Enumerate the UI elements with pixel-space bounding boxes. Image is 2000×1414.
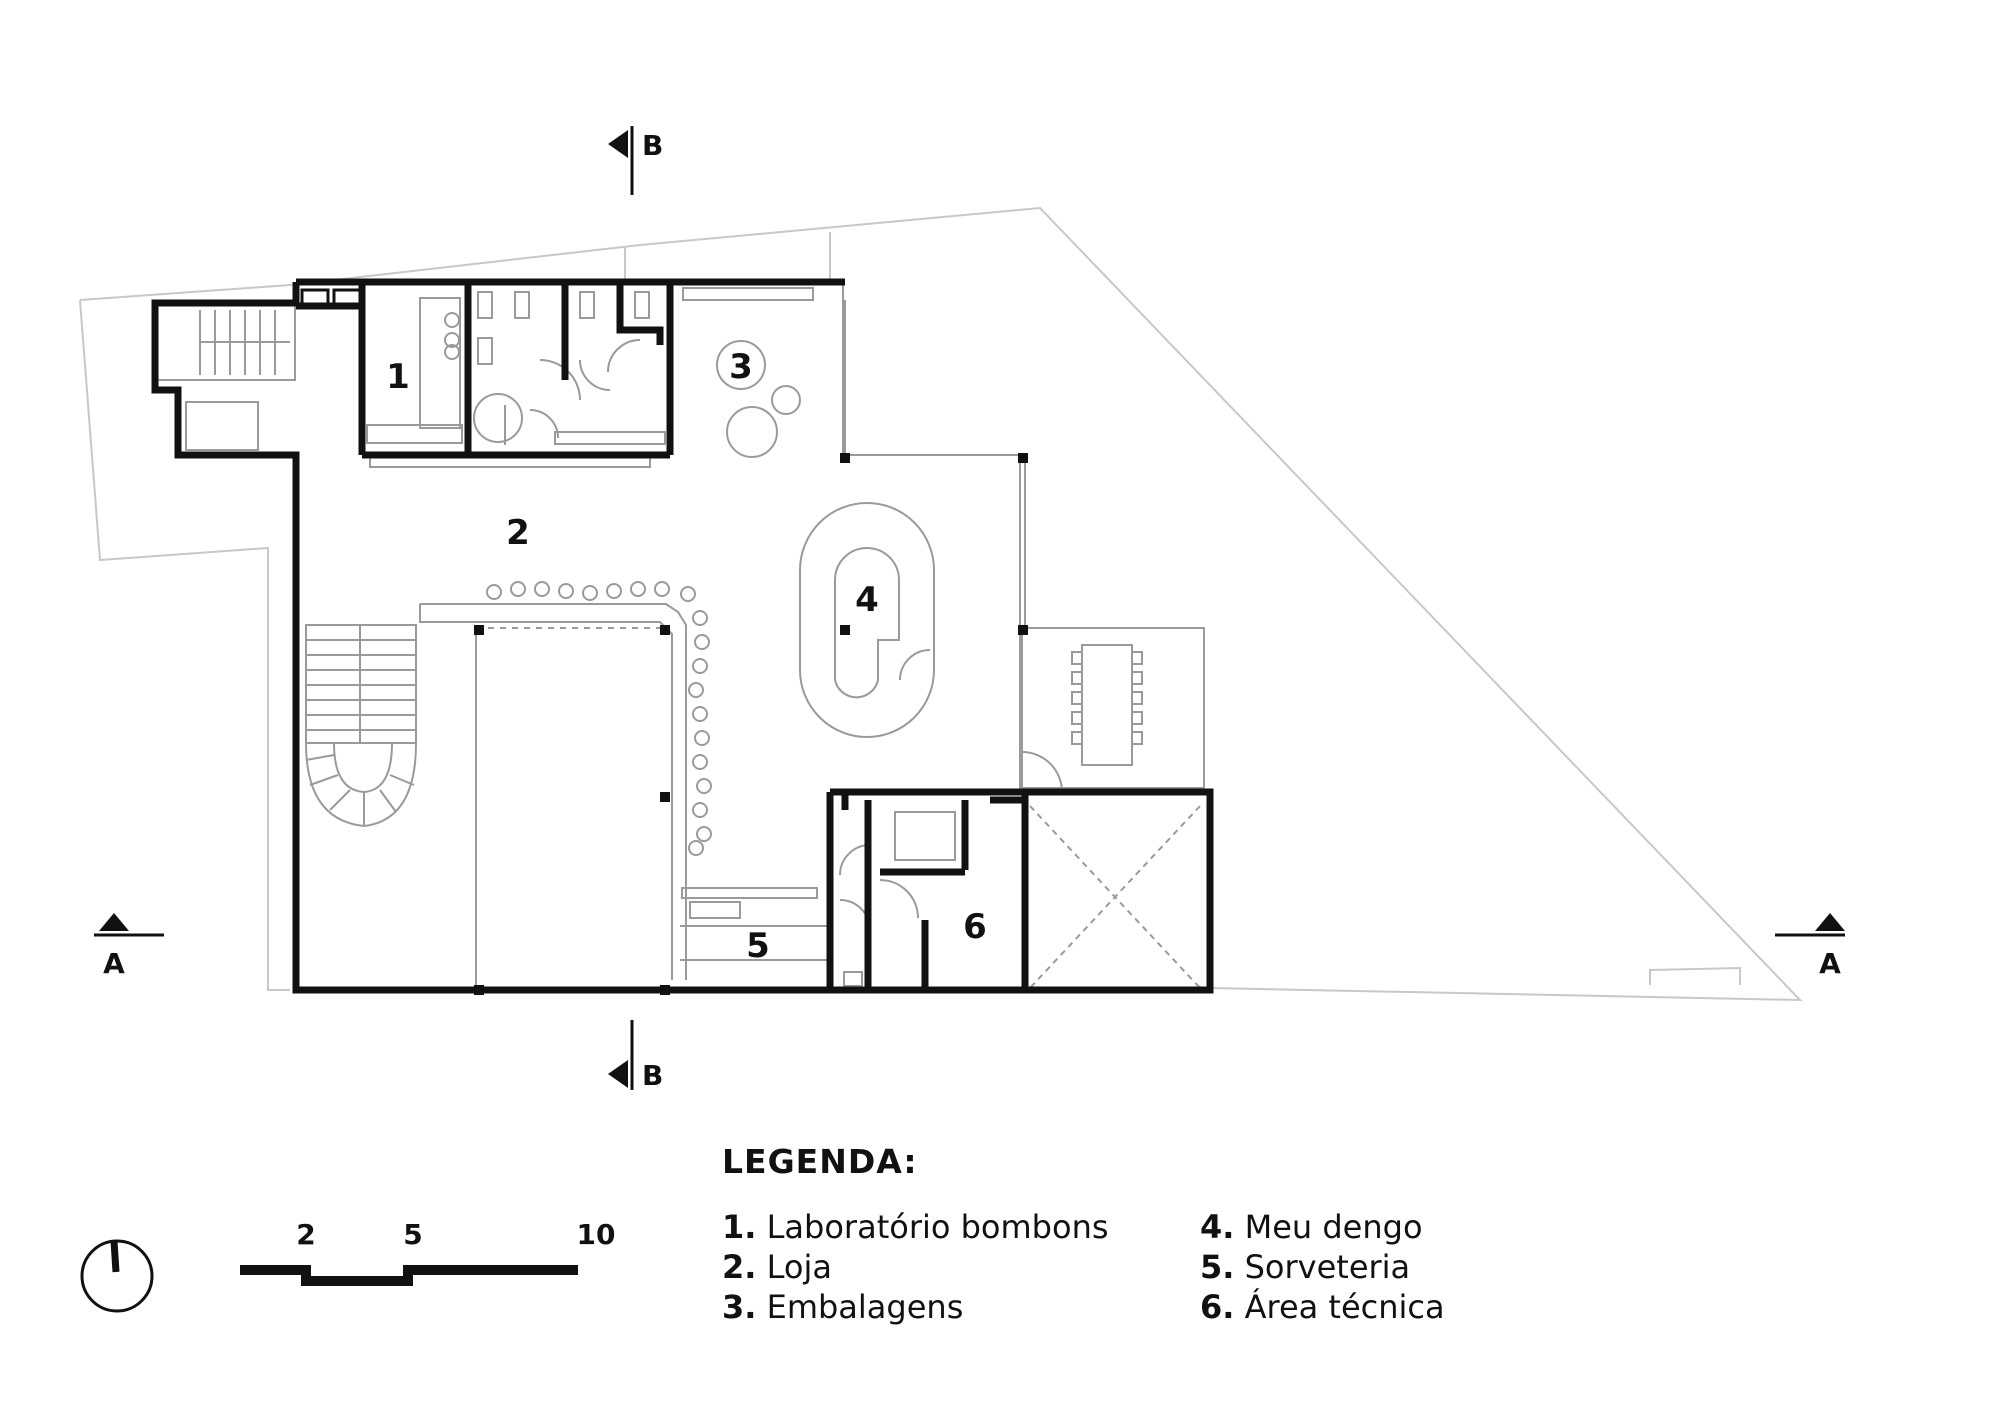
interior-lines — [154, 282, 1205, 989]
scale-label: 2 — [296, 1218, 315, 1251]
legend-item-label: Meu dengo — [1244, 1208, 1423, 1246]
site-boundary — [79, 206, 1803, 1002]
section-letter: A — [103, 947, 125, 980]
section-letter: A — [1819, 947, 1841, 980]
section-marker-a-right: A — [1775, 913, 1845, 980]
legend-item-label: Laboratório bombons — [766, 1208, 1109, 1246]
section-letter: B — [642, 1059, 663, 1092]
room-number: 1 — [386, 357, 410, 397]
legend-item-label: Área técnica — [1244, 1288, 1445, 1326]
legend-column-left: 1. Laboratório bombons 2. Loja 3. Embala… — [722, 1207, 1200, 1327]
room-number: 3 — [729, 347, 753, 387]
legend-item: 1. Laboratório bombons — [722, 1207, 1200, 1247]
columns — [474, 453, 1028, 995]
room-number: 5 — [746, 926, 770, 966]
legend-item-label: Loja — [766, 1248, 832, 1286]
legend-item-number: 4. — [1200, 1208, 1235, 1246]
section-marker-b-bottom: B — [608, 1020, 663, 1092]
legend-item: 6. Área técnica — [1200, 1287, 1678, 1327]
room-number: 4 — [855, 580, 879, 620]
section-marker-b-top: B — [608, 126, 663, 195]
legend-item-label: Sorveteria — [1244, 1248, 1411, 1286]
room-labels: 1 2 3 4 5 6 — [386, 340, 987, 966]
scale-label: 5 — [403, 1218, 422, 1251]
legend-item-number: 6. — [1200, 1288, 1235, 1326]
scale-label: 10 — [577, 1218, 616, 1251]
shafts-top-left — [300, 288, 362, 306]
north-arrow-icon — [80, 1239, 154, 1313]
legend: LEGENDA: 1. Laboratório bombons 2. Loja … — [722, 1142, 1678, 1327]
legend-column-right: 4. Meu dengo 5. Sorveteria 6. Área técni… — [1200, 1207, 1678, 1327]
room-number: 2 — [506, 513, 530, 553]
walls — [151, 278, 1214, 994]
section-marker-a-left: A — [94, 913, 164, 980]
section-letter: B — [642, 129, 663, 162]
legend-title: LEGENDA: — [722, 1142, 918, 1181]
legend-item-number: 1. — [722, 1208, 757, 1246]
legend-item: 5. Sorveteria — [1200, 1247, 1678, 1287]
legend-item: 3. Embalagens — [722, 1287, 1200, 1327]
legend-item: 4. Meu dengo — [1200, 1207, 1678, 1247]
legend-item-number: 3. — [722, 1288, 757, 1326]
legend-item-number: 5. — [1200, 1248, 1235, 1286]
scale-bar: 2 5 10 — [240, 1218, 616, 1286]
room-number: 6 — [963, 907, 987, 947]
legend-item: 2. Loja — [722, 1247, 1200, 1287]
legend-item-label: Embalagens — [766, 1288, 964, 1326]
legend-item-number: 2. — [722, 1248, 757, 1286]
